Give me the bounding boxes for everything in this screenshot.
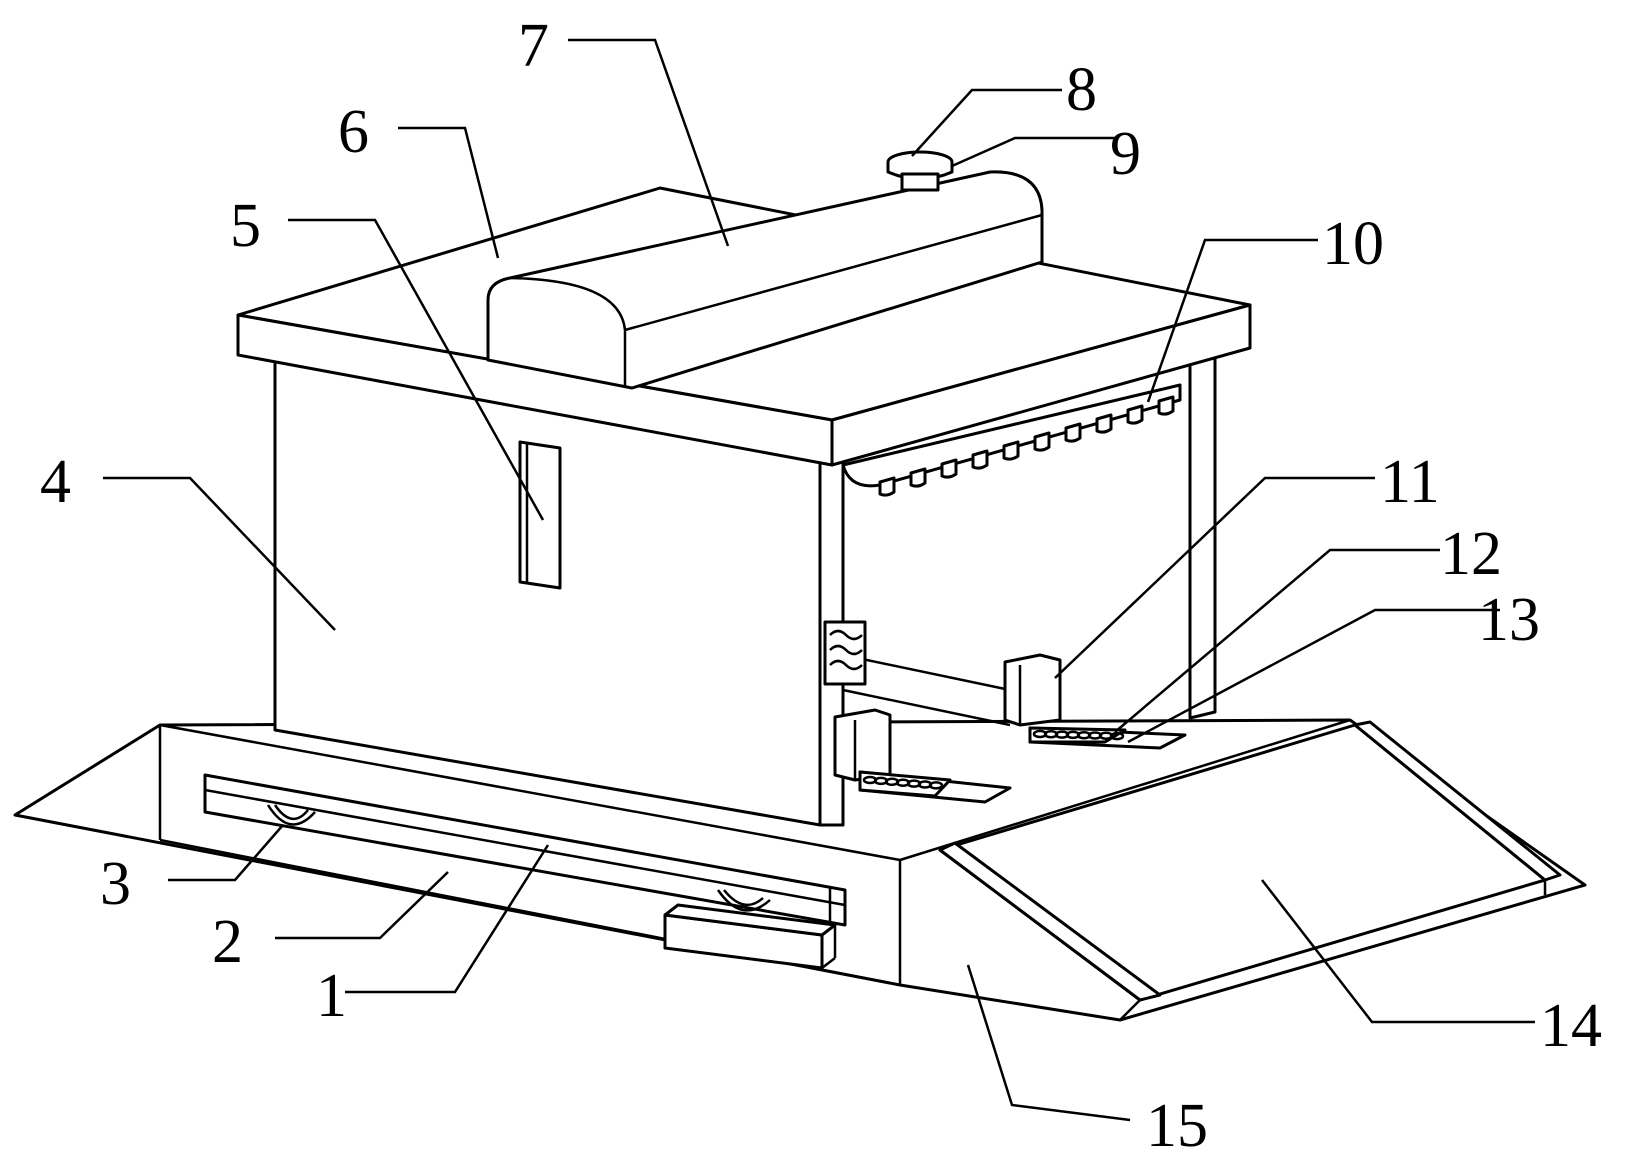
spray-nozzle [940, 458, 958, 479]
spray-nozzle [909, 467, 927, 488]
grate-front [858, 770, 1012, 804]
label-4: 4 [40, 448, 71, 516]
label-7: 7 [518, 12, 549, 80]
grate-hole [928, 781, 944, 790]
spray-nozzle [1002, 440, 1020, 461]
spray-nozzle [1126, 404, 1144, 425]
label-3: 3 [100, 850, 131, 918]
spray-nozzles [878, 395, 1175, 497]
spray-bar [841, 383, 1182, 497]
grate-hole [1109, 731, 1125, 741]
spray-nozzle [878, 476, 896, 497]
leader-lines [103, 38, 1535, 1122]
ramp [938, 720, 1562, 1021]
brush-rack [823, 620, 867, 686]
label-13: 13 [1478, 586, 1540, 654]
water-tank [486, 170, 1044, 390]
spray-nozzle [1064, 422, 1082, 443]
handle-left [266, 804, 316, 826]
label-8: 8 [1066, 56, 1097, 124]
label-1: 1 [316, 962, 347, 1030]
spray-nozzle [971, 449, 989, 470]
spray-nozzle [1157, 395, 1175, 416]
grate-rear [1028, 726, 1187, 750]
label-2: 2 [212, 908, 243, 976]
handle-right [716, 889, 771, 912]
label-10: 10 [1322, 210, 1384, 278]
number-labels: 1 2 3 4 5 6 7 8 9 10 11 12 13 14 15 [40, 12, 1602, 1160]
drawer-pull [663, 903, 837, 970]
sensor-box-front [833, 708, 892, 782]
filler-cap [886, 150, 954, 192]
label-11: 11 [1380, 448, 1440, 516]
spray-nozzle [1095, 413, 1113, 434]
label-12: 12 [1440, 520, 1502, 588]
spray-nozzle [1033, 431, 1051, 452]
label-15: 15 [1146, 1092, 1208, 1160]
sensor-box-rear [1003, 653, 1062, 727]
label-5: 5 [230, 192, 261, 260]
label-9: 9 [1110, 120, 1141, 188]
label-14: 14 [1540, 992, 1602, 1060]
slide-rail [203, 773, 847, 927]
interior-rail [842, 653, 1011, 727]
label-6: 6 [338, 98, 369, 166]
